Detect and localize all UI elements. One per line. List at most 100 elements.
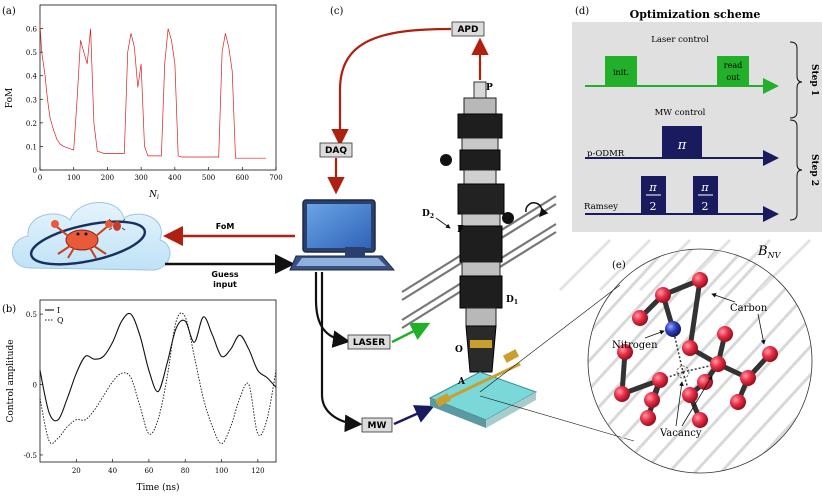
field-line <box>738 249 812 473</box>
carbon-atom <box>730 394 746 410</box>
zoom-line-top <box>479 284 621 393</box>
carbon-label: Carbon <box>730 303 768 314</box>
carbon-atom <box>692 412 708 428</box>
p-odmr-label: p-ODMR <box>587 149 625 159</box>
fom-y-tick-label: 0.1 <box>26 143 37 151</box>
init-label: init. <box>613 68 629 77</box>
init-pulse <box>605 56 637 86</box>
panel-b-label: (b) <box>2 304 16 315</box>
guess-label-2: input <box>213 280 237 289</box>
nitrogen-pointer <box>644 330 665 339</box>
fom-x-tick-label: 0 <box>38 174 42 182</box>
control-plot-frame <box>39 299 277 463</box>
step2-brace <box>789 119 803 221</box>
step1-label: Step 1 <box>809 64 819 96</box>
carbon-atom <box>710 356 726 372</box>
lattice-bond <box>687 277 703 351</box>
carbon-atom <box>640 410 656 426</box>
mw-label: MW <box>368 421 387 431</box>
step2-label: Step 2 <box>809 154 819 186</box>
out-label: out <box>726 73 740 82</box>
pc-to-laser-arrow <box>314 272 351 348</box>
guess-label-1: Guess <box>211 270 238 279</box>
control-x-tick-label: 100 <box>215 467 228 475</box>
vacancy-site <box>676 365 690 379</box>
fom-x-tick-label: 300 <box>134 174 147 182</box>
legend-q: Q <box>57 316 64 325</box>
laptop-icon <box>289 199 396 271</box>
carbon-atom <box>717 326 733 342</box>
carbon-atom <box>617 344 633 360</box>
scheme-title: Optimization scheme <box>630 8 761 21</box>
step1-brace <box>789 41 803 119</box>
fom-y-ticks: 00.10.20.30.40.50.6 <box>26 26 43 175</box>
pi-pulse <box>662 126 702 158</box>
control-y-axis-label: Control amplitude <box>6 339 16 422</box>
control-x-tick-label: 60 <box>144 467 153 475</box>
fom-x-tick-label: 400 <box>168 174 181 182</box>
fom-y-axis-label: FoM <box>5 88 15 108</box>
carbon-atom <box>762 346 778 362</box>
mw-line-arrow <box>393 405 435 426</box>
laser-control-label: Laser control <box>651 35 709 45</box>
half-pi-2-den: 2 <box>702 200 709 213</box>
carbon-atom <box>644 392 660 408</box>
optical-tower <box>440 81 549 373</box>
fom-x-tick-label: 500 <box>202 174 215 182</box>
apd-to-daq-arrow <box>331 27 452 147</box>
zoom-line-bottom <box>479 395 635 442</box>
readout-pulse <box>717 56 749 86</box>
carbon-pointer-1 <box>711 293 736 303</box>
fom-y-tick-label: 0.4 <box>26 73 38 81</box>
carbon-atom <box>692 272 708 288</box>
carbon-atom <box>655 287 671 303</box>
bug-icon <box>108 218 126 231</box>
cloud-optimizer <box>12 202 171 271</box>
daq-box <box>319 142 353 158</box>
field-lines-outside <box>558 238 812 292</box>
fom-x-tick-label: 700 <box>269 174 282 182</box>
label-f: F <box>457 225 464 235</box>
control-y-tick-label: 0 <box>33 382 37 390</box>
pi-label: π <box>677 138 687 153</box>
field-line <box>712 249 812 473</box>
control-y-tick-label: 0.5 <box>26 311 37 319</box>
mw-control-label: MW control <box>655 108 706 118</box>
fom-series-line <box>39 23 266 159</box>
panel-e-label: (e) <box>612 260 626 271</box>
control-x-tick-label: 80 <box>181 467 190 475</box>
fom-x-tick-label: 100 <box>67 174 80 182</box>
label-a: A <box>457 377 466 387</box>
apd-box <box>451 21 485 37</box>
carbon-atom <box>740 370 756 386</box>
carbon-atom <box>682 387 698 403</box>
nitrogen-label: Nitrogen <box>612 340 658 351</box>
fom-feedback-label: FoM <box>216 222 235 231</box>
laser-label: LASER <box>353 338 385 348</box>
series-i-line <box>39 312 277 422</box>
label-d1: D1 <box>506 295 518 306</box>
field-line <box>686 249 812 473</box>
fom-y-tick-label: 0.2 <box>26 120 37 128</box>
vacancy-label: Vacancy <box>659 428 702 439</box>
series-q-line <box>39 312 277 445</box>
field-line <box>588 249 702 473</box>
control-x-axis-label: Time (ns) <box>136 482 179 493</box>
orbit-ellipse <box>29 220 147 266</box>
control-x-tick-label: 120 <box>251 467 264 475</box>
fom-x-axis-label: Ni <box>148 190 159 201</box>
field-line <box>588 249 754 473</box>
d2-pointer <box>435 217 451 229</box>
vacancy-pointer-1 <box>675 381 684 427</box>
fom-y-tick-label: 0.6 <box>26 26 38 34</box>
control-y-tick-label: -0.5 <box>24 452 38 460</box>
fom-x-tick-label: 200 <box>101 174 114 182</box>
label-o: O <box>455 345 463 355</box>
fom-y-tick-label: 0.3 <box>26 96 37 104</box>
legend-i: I <box>57 306 60 315</box>
pc-to-mw-arrow <box>320 272 363 433</box>
carbon-pointer-2 <box>757 313 766 345</box>
